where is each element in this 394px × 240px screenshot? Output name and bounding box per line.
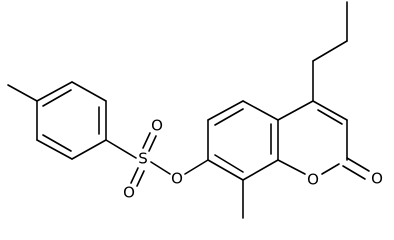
ring-bond (242, 100, 279, 121)
ring-double-bond (214, 154, 244, 173)
sulfonyl-oxygen-top-label: O (151, 117, 163, 135)
sulfonyl-group: S O O O (105, 117, 209, 202)
sulfur-label: S (138, 150, 148, 168)
ring-bond (71, 81, 107, 102)
propyl-chain (312, 1, 348, 102)
aryl-sulfur-bond (105, 139, 137, 159)
pyranone-ring: O O (277, 100, 383, 189)
carbonyl-double-bond (342, 165, 366, 180)
sulfur-ester-oxygen-bond (150, 161, 171, 175)
carbonyl-double-bond (346, 157, 370, 172)
ring-oxygen-bond (277, 159, 306, 175)
ring-oxygen-label: O (307, 171, 319, 189)
ring-double-bond (214, 108, 244, 126)
carbonyl-oxygen-label: O (371, 170, 383, 188)
ester-oxygen-label: O (171, 170, 183, 188)
ester-oxygen-aryl-bond (184, 159, 209, 175)
ring-oxygen-bond (321, 163, 340, 175)
ring-bond (36, 139, 73, 160)
sulfonyl-oxygen-bottom-label: O (123, 184, 135, 202)
ring-bond (312, 100, 348, 121)
coumarin-benzo-ring (207, 100, 279, 219)
ring-double-bond (42, 134, 72, 152)
ring-bond (277, 100, 314, 121)
sulfur-oxygen-double-bond-bottom (136, 170, 145, 187)
propyl-bond (312, 40, 348, 62)
sulfur-oxygen-double-bond-top (148, 135, 157, 152)
ring-bond (242, 159, 279, 181)
sulfur-oxygen-double-bond-top (142, 132, 151, 149)
toluene-ring (7, 81, 107, 160)
ring-bond (71, 139, 107, 160)
ring-double-bond (317, 109, 343, 125)
ring-bond (207, 100, 244, 121)
methyl-bond (7, 84, 38, 102)
chemical-structure: S O O O O O (7, 1, 383, 219)
sulfur-oxygen-double-bond-bottom (130, 167, 139, 184)
ring-bond (207, 159, 244, 181)
ring-bond (36, 81, 73, 102)
ring-double-bond (42, 89, 72, 107)
